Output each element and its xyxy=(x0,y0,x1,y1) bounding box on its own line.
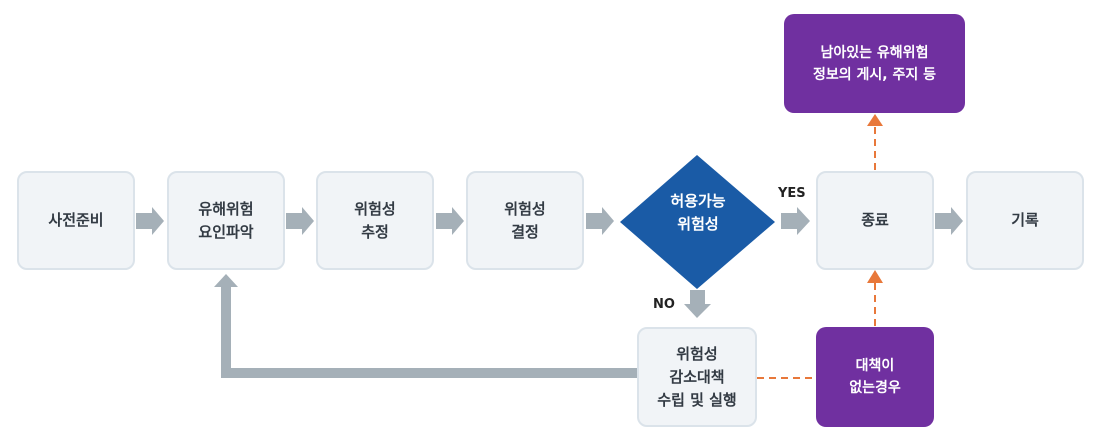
step-determine-label: 위험성 결정 xyxy=(504,199,546,241)
residual-info-box: 남아있는 유해위험 정보의 게시, 주지 등 xyxy=(784,14,965,113)
step-identify-label: 유해위험 요인파악 xyxy=(198,199,254,241)
no-measure-box: 대책이 없는경우 xyxy=(816,327,934,427)
no-label: NO xyxy=(653,297,675,312)
step-determine: 위험성 결정 xyxy=(466,171,584,270)
decision-diamond xyxy=(620,155,775,289)
reduction-label: 위험성 감소대책 수립 및 실행 xyxy=(657,344,737,409)
step-record-label: 기록 xyxy=(1011,211,1039,229)
residual-info-label: 남아있는 유해위험 정보의 게시, 주지 등 xyxy=(813,44,936,83)
no-measure-label: 대책이 없는경우 xyxy=(849,358,901,396)
step-end: 종료 xyxy=(816,171,934,270)
step-identify: 유해위험 요인파악 xyxy=(167,171,285,270)
arrow-no-down xyxy=(684,290,711,318)
dashed-arrow-end-to-residual xyxy=(867,114,883,170)
step-estimate: 위험성 추정 xyxy=(316,171,434,270)
step-prep-label: 사전준비 xyxy=(48,211,104,229)
arrow-yes-to-end xyxy=(781,207,810,235)
step-estimate-label: 위험성 추정 xyxy=(354,199,396,241)
arrow-determine-to-decision xyxy=(586,207,614,235)
arrow-estimate-to-determine xyxy=(436,207,464,235)
step-prep: 사전준비 xyxy=(17,171,135,270)
step-end-label: 종료 xyxy=(861,211,889,229)
decision-label: 허용가능 위험성 xyxy=(670,192,726,233)
arrow-identify-to-estimate xyxy=(286,207,314,235)
step-record: 기록 xyxy=(966,171,1084,270)
dashed-arrow-nomeasure-to-end xyxy=(867,270,883,326)
yes-label: YES xyxy=(778,186,806,201)
arrow-end-to-record xyxy=(935,207,963,235)
reduction-box: 위험성 감소대책 수립 및 실행 xyxy=(637,327,757,427)
arrow-prep-to-identify xyxy=(136,207,164,235)
arrow-feedback-loop xyxy=(214,274,637,378)
